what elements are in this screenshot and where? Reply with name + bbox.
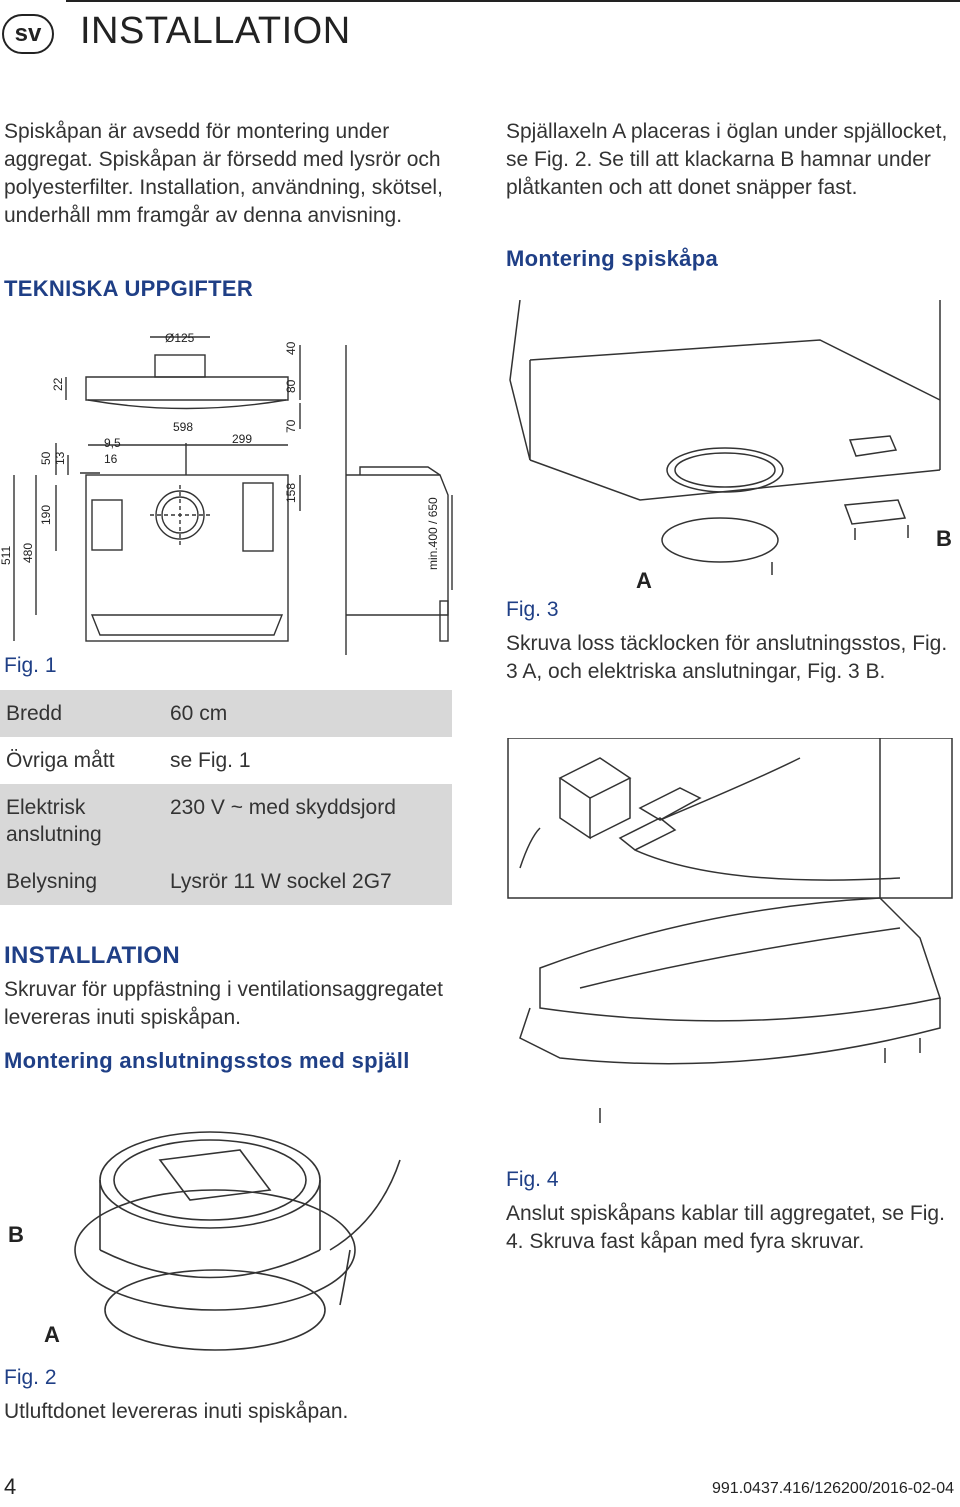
fig3-label-a: A bbox=[636, 568, 652, 593]
dim-299: 299 bbox=[232, 432, 252, 446]
spec-label: Elektrisk anslutning bbox=[0, 784, 164, 858]
spec-label: Övriga mått bbox=[6, 749, 115, 772]
spec-row: Övriga mått se Fig. 1 bbox=[0, 737, 452, 784]
page-number: 4 bbox=[4, 1474, 17, 1499]
install-heading: INSTALLATION bbox=[4, 942, 181, 969]
dim-80: 80 bbox=[284, 379, 298, 393]
fig3-hood-illustration: A B bbox=[509, 300, 952, 593]
spec-value: se Fig. 1 bbox=[170, 749, 251, 772]
spec-value: Lysrör 11 W sockel 2G7 bbox=[164, 858, 452, 905]
language-badge: sv bbox=[2, 14, 54, 54]
dim-40: 40 bbox=[284, 341, 298, 355]
fig1-caption: Fig. 1 bbox=[4, 654, 57, 677]
spec-row: Elektrisk anslutning 230 V ~ med skyddsj… bbox=[0, 784, 452, 858]
mount-heading: Montering spiskåpa bbox=[506, 246, 718, 271]
install-paragraph: Skruvar för uppfästning i ventilationsag… bbox=[4, 978, 443, 1029]
fig3-label-b: B bbox=[936, 526, 952, 551]
spec-row: Bredd 60 cm bbox=[0, 690, 452, 737]
fig1-dimension-drawing: Ø125 40 22 80 598 299 70 9,5 16 50 13 19… bbox=[0, 331, 453, 655]
dim-158: 158 bbox=[284, 483, 298, 503]
dim-511: 511 bbox=[0, 546, 13, 565]
dim-480: 480 bbox=[21, 543, 35, 563]
spec-value: 230 V ~ med skyddsjord bbox=[164, 784, 452, 858]
specs-table: Bredd 60 cm Övriga mått se Fig. 1 Elektr… bbox=[0, 690, 452, 905]
spec-value: 60 cm bbox=[164, 690, 452, 737]
spec-label: Belysning bbox=[0, 858, 164, 905]
top-rule bbox=[66, 0, 960, 2]
fig4-caption: Fig. 4 bbox=[506, 1168, 559, 1191]
fig2-duct-illustration: B A bbox=[8, 1131, 401, 1351]
damper-paragraph: Spjällaxeln A placeras i öglan under spj… bbox=[506, 120, 948, 199]
dim-13: 13 bbox=[53, 451, 67, 465]
dim-16: 16 bbox=[104, 452, 118, 466]
dim-70: 70 bbox=[284, 419, 298, 433]
dim-22: 22 bbox=[51, 377, 65, 391]
dim-9-5: 9,5 bbox=[104, 436, 121, 450]
fig2-label-a: A bbox=[44, 1322, 60, 1347]
fig2-text: Utluftdonet levereras inuti spiskåpan. bbox=[4, 1400, 349, 1423]
fig2-label-b: B bbox=[8, 1222, 24, 1247]
dim-50: 50 bbox=[39, 451, 53, 465]
dim-side-min: min.400 / 650 bbox=[426, 497, 440, 570]
fig2-caption: Fig. 2 bbox=[4, 1366, 57, 1389]
dim-598: 598 bbox=[173, 420, 193, 434]
dim-duct: Ø125 bbox=[165, 331, 195, 345]
spec-row: Belysning Lysrör 11 W sockel 2G7 bbox=[0, 858, 452, 905]
fig4-connection-illustration bbox=[507, 738, 953, 1123]
fig3-text: Skruva loss täcklocken för anslutningsst… bbox=[506, 632, 948, 683]
duct-heading: Montering anslutningsstos med spjäll bbox=[4, 1048, 410, 1073]
tech-heading: TEKNISKA UPPGIFTER bbox=[4, 276, 254, 301]
page-title: INSTALLATION bbox=[80, 10, 351, 52]
fig4-text: Anslut spiskåpans kablar till aggregatet… bbox=[506, 1202, 945, 1253]
dim-190: 190 bbox=[39, 505, 53, 525]
spec-label: Bredd bbox=[0, 690, 164, 737]
document-code: 991.0437.416/126200/2016-02-04 bbox=[712, 1480, 954, 1497]
fig3-caption: Fig. 3 bbox=[506, 598, 559, 621]
intro-paragraph: Spiskåpan är avsedd för montering under … bbox=[4, 120, 443, 227]
